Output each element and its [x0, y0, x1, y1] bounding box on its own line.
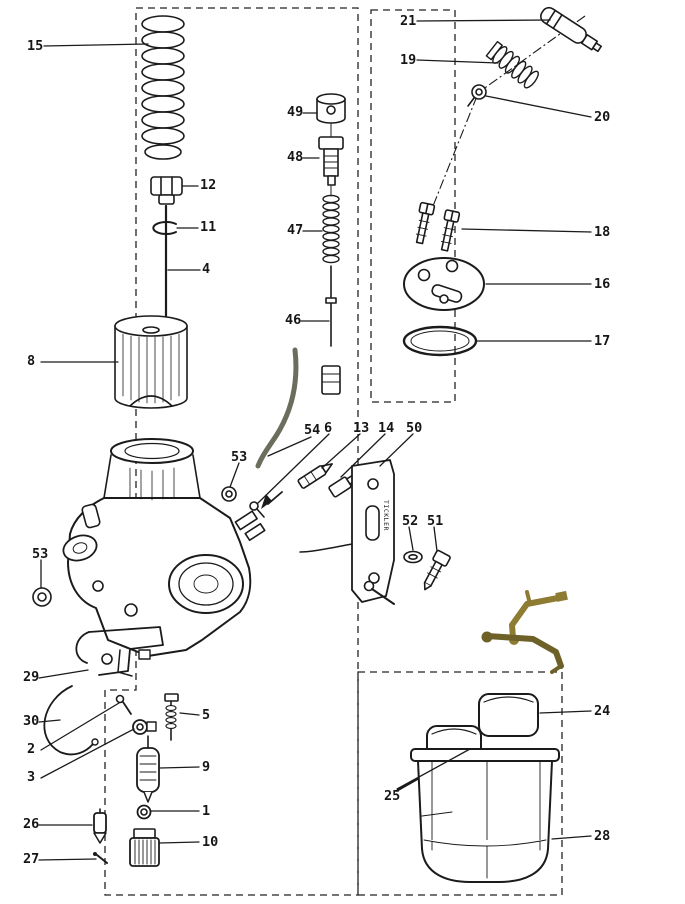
part-needle-valve [93, 808, 107, 844]
part-nut-1 [136, 804, 152, 820]
callout-2: 2 [27, 741, 36, 757]
callout-19: 19 [400, 52, 417, 68]
callout-8: 8 [27, 353, 36, 369]
callout-18: 18 [594, 224, 611, 240]
callout-5: 5 [202, 707, 211, 723]
callout-14: 14 [378, 420, 395, 436]
part-top-needle-assembly [540, 6, 602, 53]
callout-3: 3 [27, 769, 36, 785]
part-banjo [132, 719, 157, 735]
callout-11: 11 [200, 219, 217, 235]
callout-28: 28 [594, 828, 611, 844]
part-nut-53-left [32, 587, 52, 607]
part-knurled-union [129, 828, 160, 867]
part-jet-cluster [234, 510, 266, 542]
part-floats [426, 693, 539, 768]
part-cover-screws [415, 201, 461, 252]
part-cable [43, 685, 99, 756]
callout-25: 25 [384, 788, 401, 804]
part-tickler-bracket [299, 459, 395, 603]
callout-26: 26 [23, 816, 40, 832]
parts: TICKLER [32, 6, 602, 883]
callout-48: 48 [287, 149, 304, 165]
tickler-text: TICKLER [382, 500, 390, 531]
lower-right-dashed-box [357, 671, 563, 896]
callout-13: 13 [353, 420, 370, 436]
part-body-screw [363, 580, 395, 605]
part-nut-53-mid [221, 486, 237, 502]
part-screw-6 [249, 501, 265, 518]
callout-49: 49 [287, 104, 304, 120]
part-cap-nut [316, 93, 346, 138]
callout-17: 17 [594, 333, 611, 349]
callout-15: 15 [27, 38, 44, 54]
part-slanted-spring [485, 40, 539, 89]
part-float-bowl [410, 748, 560, 883]
part-cover-gasket [402, 325, 478, 357]
part-screw-2 [115, 694, 132, 715]
part-choke-bracket [75, 626, 164, 676]
insert-arrow [261, 491, 283, 509]
callout-24: 24 [594, 703, 611, 719]
part-fuel-tube [255, 347, 299, 469]
callout-12: 12 [200, 177, 217, 193]
callout-30: 30 [23, 713, 40, 729]
part-jet-holder [318, 136, 344, 186]
part-plunger [136, 735, 160, 803]
part-carburetor-body [62, 438, 252, 677]
part-float-needle [321, 265, 341, 395]
callout-10: 10 [202, 834, 219, 850]
callout-53-left: 53 [32, 546, 49, 562]
part-top-cover [403, 257, 485, 311]
part-throttle-spring [141, 15, 185, 160]
callout-54: 54 [304, 422, 321, 438]
callout-51: 51 [427, 513, 444, 529]
upper-right-dashed-box [370, 9, 456, 403]
part-small-spring [322, 185, 340, 264]
callout-27: 27 [23, 851, 40, 867]
callout-1: 1 [202, 803, 211, 819]
part-brass-lever-lower [481, 631, 564, 674]
callout-16: 16 [594, 276, 611, 292]
callout-20: 20 [594, 109, 611, 125]
dashed-boundaries [104, 7, 563, 896]
part-needle-holder [150, 176, 183, 205]
part-jet-13 [297, 463, 333, 489]
callout-53-mid: 53 [231, 449, 248, 465]
callout-52: 52 [402, 513, 419, 529]
callout-29: 29 [23, 669, 40, 685]
part-retainer [467, 84, 487, 107]
callout-21: 21 [400, 13, 417, 29]
part-washer-52 [403, 550, 423, 564]
callout-9: 9 [202, 759, 211, 775]
part-pin [93, 852, 108, 864]
callout-6: 6 [324, 420, 333, 436]
callout-46: 46 [285, 312, 302, 328]
part-throttle-slide [114, 315, 188, 409]
main-dashed-box [104, 7, 359, 896]
callout-4: 4 [202, 261, 211, 277]
part-bolt-51 [423, 549, 451, 591]
part-clip-ring [152, 221, 177, 235]
leader-lines [38, 19, 592, 861]
callout-50: 50 [406, 420, 423, 436]
callout-47: 47 [287, 222, 304, 238]
part-screw-5 [164, 693, 179, 741]
